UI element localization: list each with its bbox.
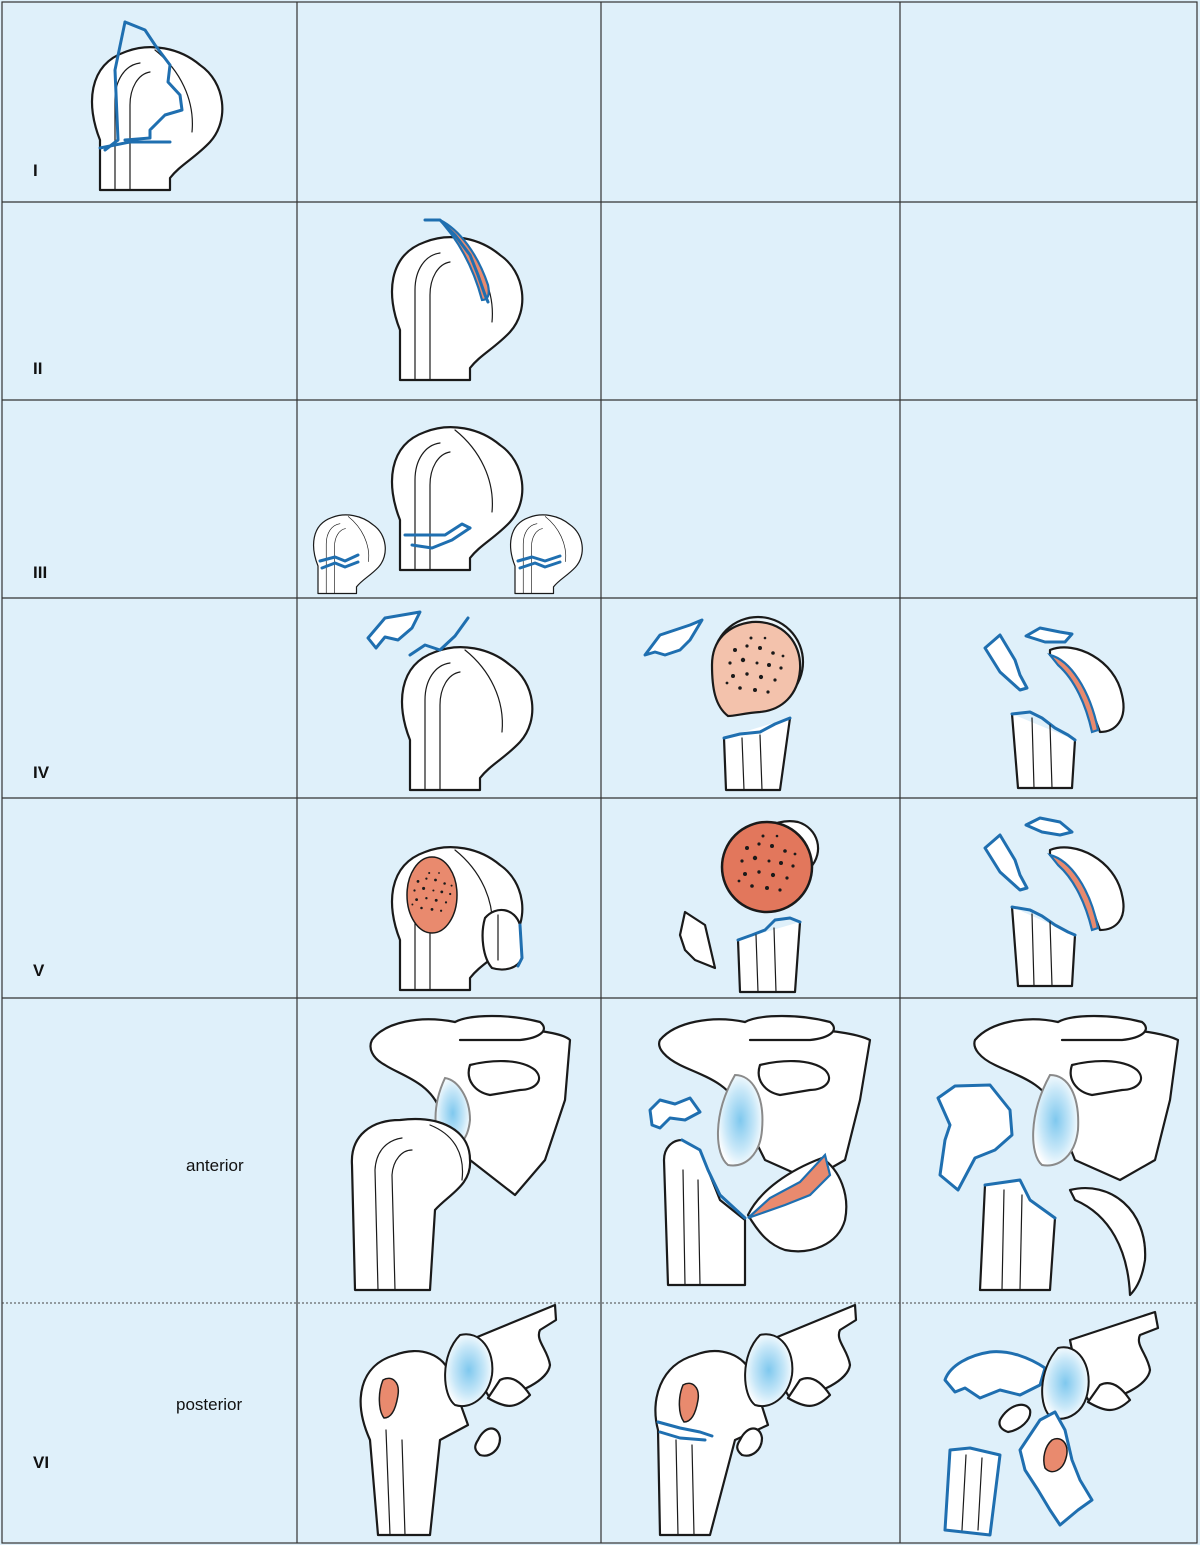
row-label-2: II — [33, 359, 42, 378]
row-label-1: I — [33, 161, 38, 180]
view-label-anterior: anterior — [186, 1156, 244, 1175]
row-label-5: V — [33, 961, 45, 980]
illustration-row5-col2 — [392, 847, 522, 990]
row-label-4: IV — [33, 763, 50, 782]
view-label-posterior: posterior — [176, 1395, 242, 1414]
row-label-6: VI — [33, 1453, 49, 1472]
row-label-3: III — [33, 563, 47, 582]
